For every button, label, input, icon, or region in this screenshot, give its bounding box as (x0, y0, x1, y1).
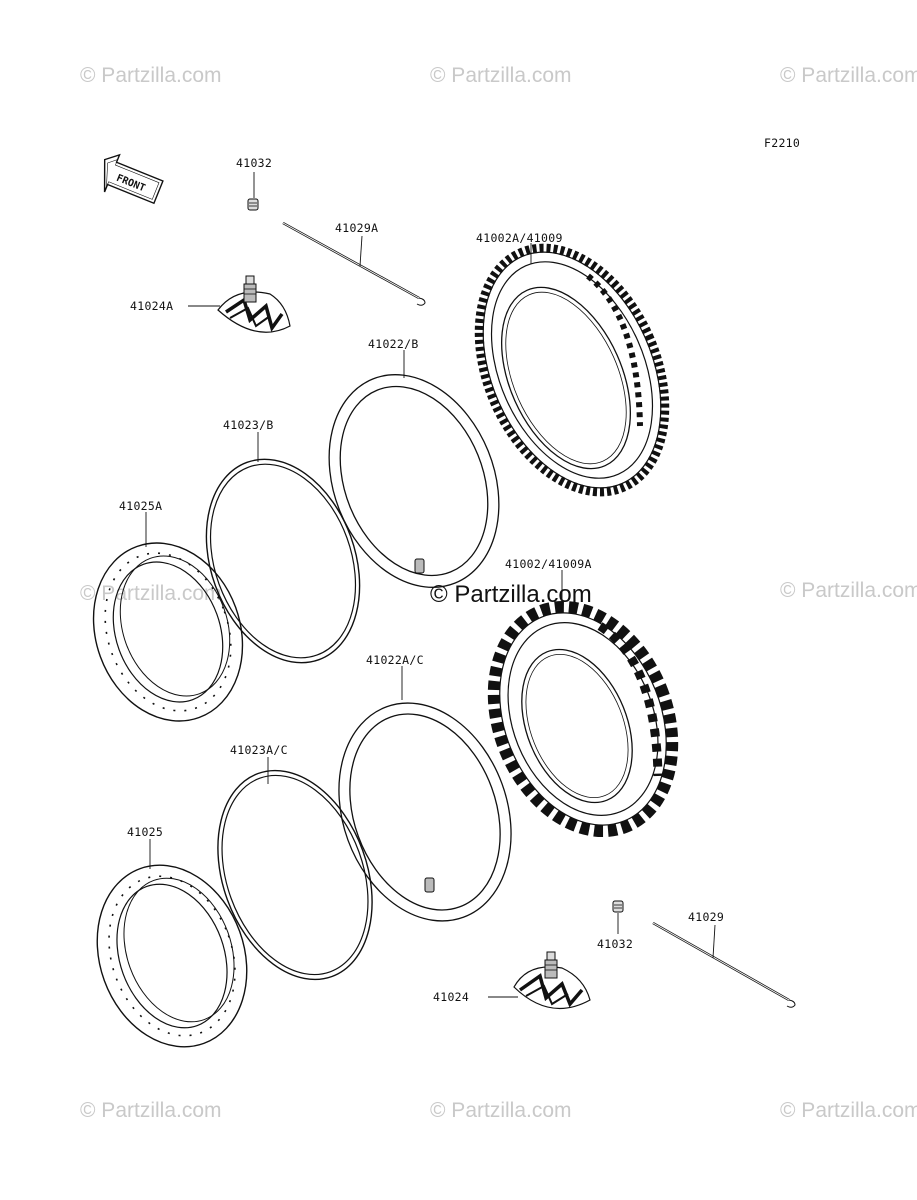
part-label-p12: 41029 (688, 910, 724, 924)
part-label-p8: 41002/41009A (505, 557, 592, 571)
front-arrow-icon: FRONT (103, 153, 164, 205)
rear-rim-band (217, 757, 373, 981)
part-label-p9: 41022A/C (366, 653, 424, 667)
watermark: © Partzilla.com (80, 1099, 222, 1122)
watermark: © Partzilla.com (780, 1099, 917, 1122)
rear-rim (96, 839, 248, 1048)
front-tire (474, 243, 670, 497)
watermark: © Partzilla.com (780, 579, 917, 602)
watermark-center: © Partzilla.com (430, 581, 592, 608)
watermark: © Partzilla.com (80, 64, 222, 87)
watermark: © Partzilla.com (430, 64, 572, 87)
rear-tire (487, 570, 679, 838)
front-rim (92, 512, 244, 722)
part-label-p10: 41023A/C (230, 743, 288, 757)
part-label-p11: 41025 (127, 825, 163, 839)
part-label-p1: 41032 (236, 156, 272, 170)
front-tube (328, 350, 500, 588)
spoke-nipple-bottom (612, 900, 624, 934)
rim-lock-top (188, 275, 291, 333)
part-label-p2: 41029A (335, 221, 378, 235)
diagram-code: F2210 (764, 136, 800, 150)
part-label-p6: 41023/B (223, 418, 274, 432)
spoke-bottom (652, 921, 796, 1008)
part-label-p7: 41025A (119, 499, 162, 513)
watermark-group: © Partzilla.com © Partzilla.com © Partzi… (80, 64, 917, 1122)
rim-lock-bottom (488, 951, 591, 1010)
part-label-p5: 41022/B (368, 337, 419, 351)
rear-tube (338, 666, 512, 922)
spoke-nipple-top (247, 172, 259, 211)
watermark: © Partzilla.com (780, 64, 917, 87)
front-rim-band (205, 432, 361, 664)
part-label-p14: 41024 (433, 990, 469, 1004)
part-label-p13: 41032 (597, 937, 633, 951)
watermark: © Partzilla.com (430, 1099, 572, 1122)
spoke-top (282, 221, 426, 306)
part-label-p4: 41002A/41009 (476, 231, 563, 245)
part-label-p3: 41024A (130, 299, 173, 313)
